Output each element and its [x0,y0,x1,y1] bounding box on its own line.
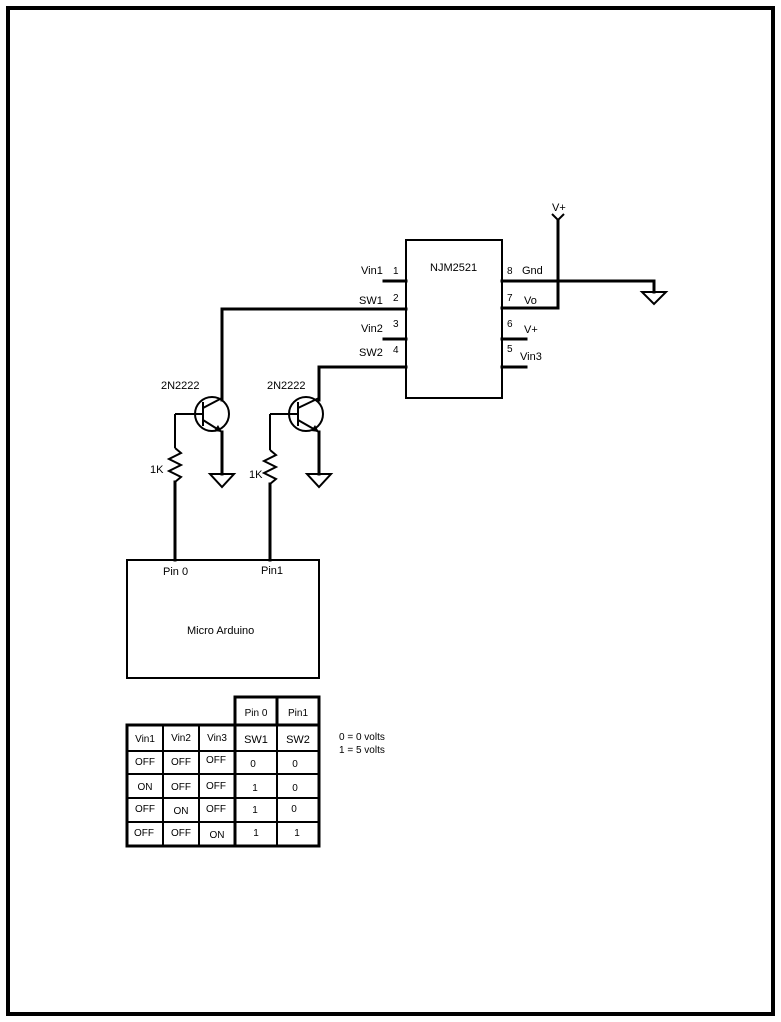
pin7-number: 7 [507,293,513,304]
resistor-r2-label: 1K [249,469,263,481]
table-top-header-pin1: Pin1 [288,708,308,719]
transistor-q2: 2N2222 [267,380,334,489]
arduino-pin0-label: Pin 0 [163,566,188,578]
arduino-label: Micro Arduino [187,625,254,637]
resistor-r1-icon [166,447,184,483]
sw2-wire [317,365,408,402]
pin7-label: Vo [524,295,537,307]
table-header-cell: Vin1 [135,734,155,745]
table-cell: ON [174,806,189,817]
ground-icon [304,473,334,489]
pin4-label: SW2 [359,347,383,359]
transistor-q1: 2N2222 [161,380,237,489]
q1-collector-lead [202,397,223,409]
table-header-cell: Vin3 [207,733,227,744]
ic-njm2521: NJM2521 1 Vin1 2 SW1 3 Vin2 4 SW2 8 Gnd … [359,239,543,399]
pin8-label: Gnd [522,265,543,277]
pin2-label: SW1 [359,295,383,307]
legend-zero: 0 = 0 volts [339,732,385,743]
pin3-number: 3 [393,319,399,330]
q2-collector-lead [297,397,320,409]
table-cell: OFF [171,757,191,768]
pin1-label: Vin1 [361,265,383,277]
transistor-q1-label: 2N2222 [161,380,200,392]
legend-one: 1 = 5 volts [339,745,385,756]
pin5-label: Vin3 [520,351,542,363]
table-cell: 1 [252,805,258,816]
pin8-number: 8 [507,266,513,277]
q2-emitter-arrow-icon [311,425,319,432]
table-cell: 1 [253,828,259,839]
table-cell: OFF [171,782,191,793]
table-cell: OFF [171,828,191,839]
table-header-cell: SW2 [286,734,310,746]
ground-icon [639,291,669,306]
supply-net: V+ [500,202,669,310]
arduino-pin1-label: Pin1 [261,565,283,577]
table-cell: OFF [135,757,155,768]
pin5-number: 5 [507,344,513,355]
ic-body [405,239,503,399]
table-cell: ON [210,830,225,841]
pin3-label: Vin2 [361,323,383,335]
table-header-cell: Vin2 [171,733,191,744]
sw1-wire [220,307,408,402]
table-cell: OFF [135,804,155,815]
table-outline [125,723,321,848]
table-cell: OFF [206,755,226,766]
vplus-supply-label: V+ [552,202,566,214]
page-border [6,6,775,1016]
pin1-number: 1 [393,266,399,277]
table-cell: 0 [292,783,298,794]
table-cell: OFF [206,781,226,792]
transistor-q2-label: 2N2222 [267,380,306,392]
q1-emitter-arrow-icon [214,425,222,432]
ic-name: NJM2521 [430,262,477,274]
pin6-number: 6 [507,319,513,330]
pin4-number: 4 [393,345,399,356]
pin6-label: V+ [524,324,538,336]
truth-table: Pin 0 Pin1 Vin1 Vin2 Vin3 SW1 SW2 OFF OF… [125,695,321,848]
table-cell: 0 [291,804,297,815]
arduino-body [126,559,320,679]
resistor-r1: 1K [150,414,184,562]
table-cell: ON [138,782,153,793]
table-cell: OFF [206,804,226,815]
ground-icon [207,473,237,489]
resistor-r2-icon [261,449,279,485]
resistor-r1-label: 1K [150,464,164,476]
table-header-cell: SW1 [244,734,268,746]
pin2-number: 2 [393,293,399,304]
table-cell: 0 [250,759,256,770]
table-cell: 1 [252,783,258,794]
table-cell: OFF [134,828,154,839]
arduino-block: Pin 0 Pin1 Micro Arduino [126,559,320,679]
resistor-r2: 1K [249,414,279,562]
table-cell: 0 [292,759,298,770]
table-top-header-pin0: Pin 0 [245,708,268,719]
table-cell: 1 [294,828,300,839]
